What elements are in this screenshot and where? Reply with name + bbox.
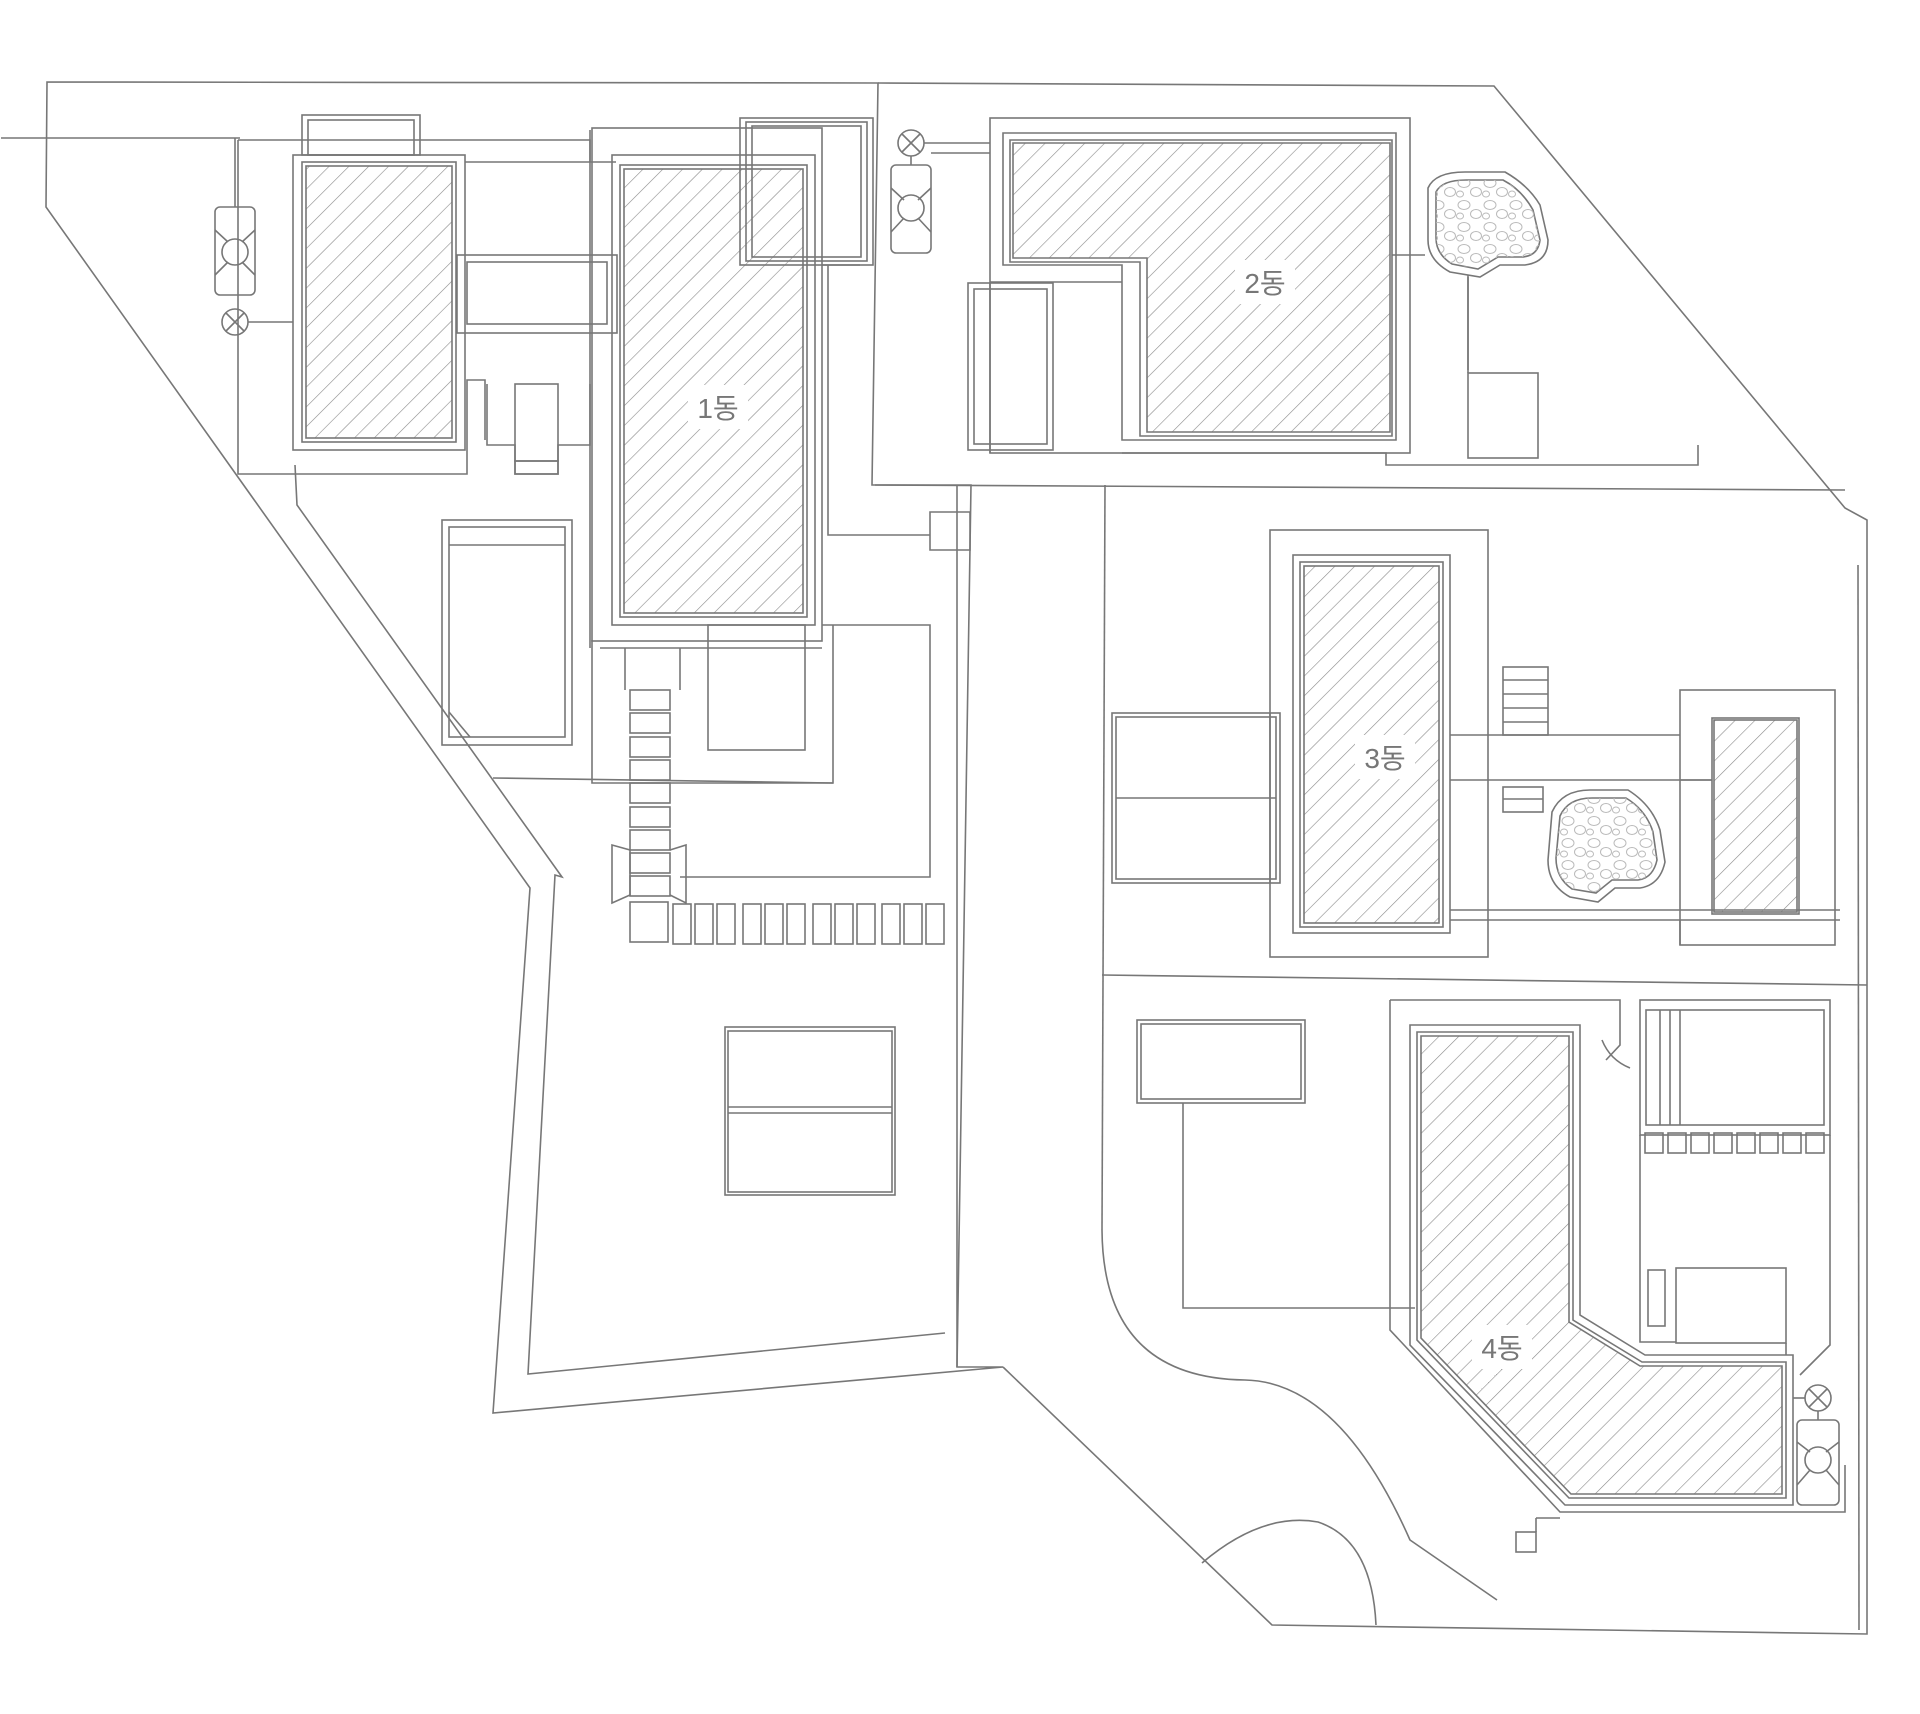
building-4: 4동 xyxy=(1136,999,1846,1553)
door-icon xyxy=(1601,1039,1631,1069)
building-1-label: 1동 xyxy=(697,393,738,424)
utility-tank-2 xyxy=(890,164,932,254)
building-3: 3동 xyxy=(1111,529,1840,958)
lot-2-boundary xyxy=(877,82,1868,1635)
building-1: 1동 xyxy=(1,114,971,1196)
turnaround-arc xyxy=(1201,1519,1377,1626)
utility-tank xyxy=(214,206,256,296)
building-2: 2동 xyxy=(890,117,1699,466)
stepping-stones xyxy=(629,689,671,897)
site-boundary xyxy=(45,81,1868,1635)
building-2-label: 2동 xyxy=(1244,268,1285,299)
parking-row-2 xyxy=(1644,1132,1825,1154)
gate-icon xyxy=(611,843,687,905)
lot-1-boundary xyxy=(45,81,1004,1414)
pond xyxy=(1427,171,1549,278)
lot-1-inner-path xyxy=(294,464,946,1375)
pond-2 xyxy=(1547,789,1666,903)
building-4-label: 4동 xyxy=(1481,1333,1522,1364)
building-3-label: 3동 xyxy=(1364,743,1405,774)
parking-row xyxy=(629,901,945,945)
utility-tank-3 xyxy=(1796,1419,1840,1506)
